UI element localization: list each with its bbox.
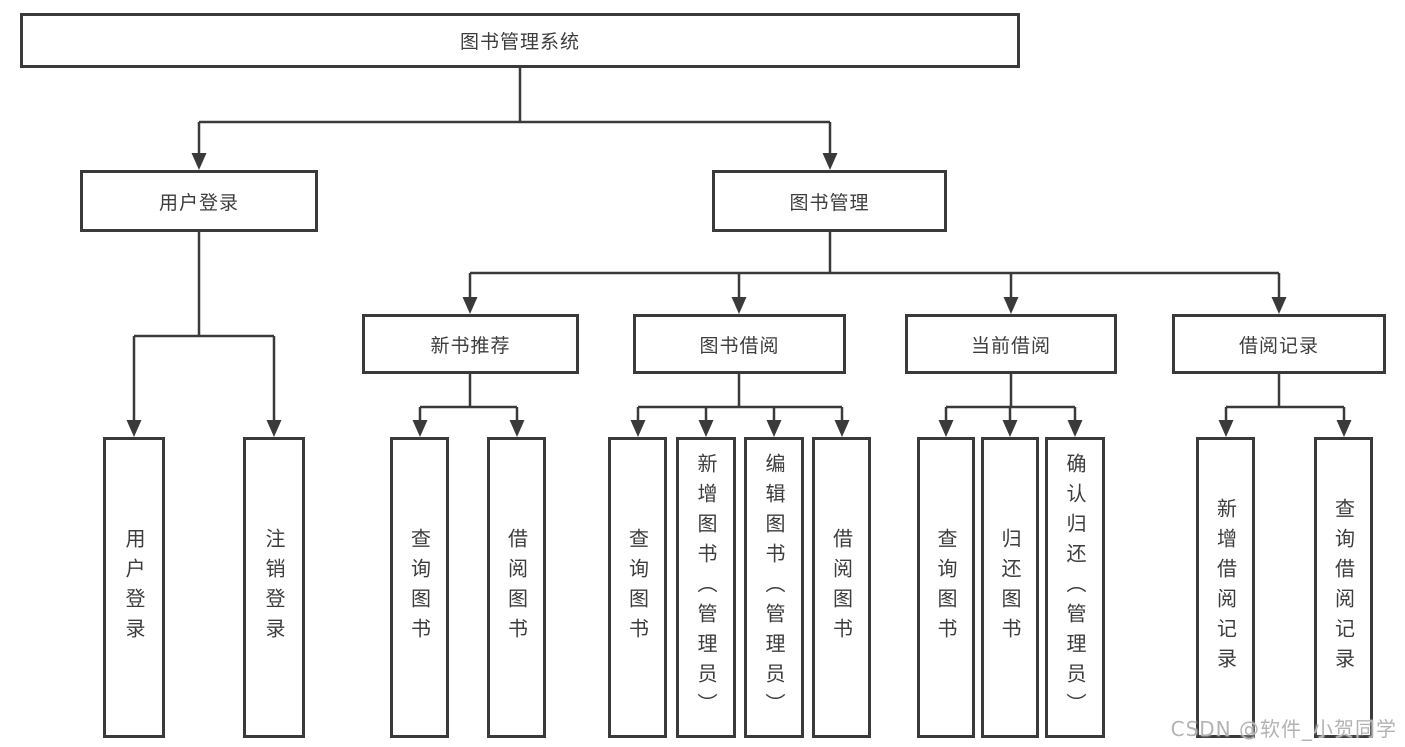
node-current-borrow: 当前借阅: [905, 314, 1117, 374]
leaf-label: 查询图书: [625, 527, 650, 648]
leaf-label: 注销登录: [262, 527, 286, 648]
leaf-label: 查询借阅记录: [1331, 497, 1356, 678]
leaf-label: 用户登录: [122, 527, 146, 648]
leaf-label: 确认归还（管理员）: [1063, 452, 1087, 723]
leaf-node-query-books-3: 查询图书: [917, 437, 975, 738]
node-root-label: 图书管理系统: [459, 31, 580, 53]
leaf-label: 归还图书: [998, 527, 1022, 648]
node-user-login-label: 用户登录: [158, 191, 239, 214]
leaf-node-user-login: 用户登录: [103, 437, 165, 738]
leaf-node-add-books-admin: 新增图书（管理员）: [676, 437, 736, 738]
leaf-label: 查询图书: [934, 527, 958, 648]
node-current-borrow-label: 当前借阅: [970, 334, 1051, 357]
leaf-label: 编辑图书（管理员）: [762, 452, 786, 723]
node-new-book-recommend: 新书推荐: [362, 314, 579, 374]
leaf-node-logout: 注销登录: [243, 437, 305, 738]
node-borrow-records: 借阅记录: [1172, 314, 1386, 374]
node-book-borrow: 图书借阅: [633, 314, 846, 374]
leaf-node-borrow-books-1: 借阅图书: [487, 437, 546, 738]
leaf-label: 借阅图书: [504, 527, 529, 648]
leaf-node-return-books: 归还图书: [981, 437, 1039, 738]
leaf-node-add-borrow-record: 新增借阅记录: [1196, 437, 1255, 738]
node-book-management-label: 图书管理: [789, 191, 870, 214]
leaf-label: 借阅图书: [829, 527, 854, 648]
leaf-label: 新增图书（管理员）: [694, 452, 718, 723]
leaf-node-query-books-1: 查询图书: [390, 437, 449, 738]
leaf-node-edit-books-admin: 编辑图书（管理员）: [744, 437, 804, 738]
leaf-label: 新增借阅记录: [1213, 497, 1238, 678]
node-book-management: 图书管理: [712, 170, 947, 232]
node-root: 图书管理系统: [20, 13, 1020, 68]
node-book-borrow-label: 图书借阅: [699, 334, 780, 357]
node-new-book-recommend-label: 新书推荐: [430, 334, 511, 357]
csdn-watermark: CSDN @软件_小贺同学: [1170, 717, 1397, 741]
node-borrow-records-label: 借阅记录: [1238, 334, 1319, 357]
leaf-label: 查询图书: [407, 527, 432, 648]
leaf-node-query-books-2: 查询图书: [608, 437, 667, 738]
leaf-node-confirm-return-admin: 确认归还（管理员）: [1045, 437, 1105, 738]
node-user-login: 用户登录: [80, 170, 318, 232]
leaf-node-borrow-books-2: 借阅图书: [812, 437, 871, 738]
leaf-node-query-borrow-record: 查询借阅记录: [1314, 437, 1373, 738]
